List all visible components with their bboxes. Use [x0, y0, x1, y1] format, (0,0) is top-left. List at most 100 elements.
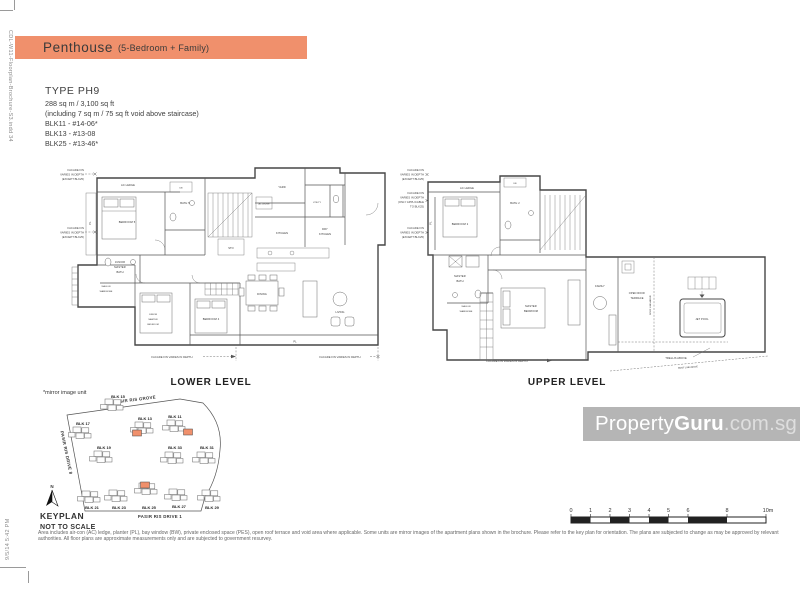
kitchen-island	[256, 262, 296, 272]
page-subtitle: (5-Bedroom + Family)	[117, 42, 210, 53]
chair	[278, 287, 285, 297]
block-cluster	[77, 490, 101, 503]
block-cluster	[104, 489, 128, 502]
room-label-wiw-2: WARDROBE	[100, 290, 113, 293]
bathtub	[465, 255, 480, 268]
unit-type: TYPE PH9	[45, 85, 100, 97]
keyplan-title: KEYPLAN	[40, 511, 84, 521]
room-label-bedroom2: BEDROOM 2	[452, 222, 469, 226]
db-box	[169, 181, 193, 193]
lower-inner-walls	[97, 168, 378, 345]
room-label-jmbed-3: BEDROOM	[147, 324, 158, 326]
highlight-unit-blk25	[140, 481, 150, 489]
door-arc	[191, 274, 201, 284]
room-label-utility: UTILITY	[313, 202, 322, 204]
svg-text:(ONLY APPLICABLE: (ONLY APPLICABLE	[398, 200, 424, 204]
sofa	[608, 314, 617, 346]
planter-label: PL	[293, 340, 297, 344]
svg-text:FACADE FIN: FACADE FIN	[408, 191, 424, 195]
sink-symbol	[130, 259, 136, 265]
block-cluster	[192, 451, 216, 464]
sink-symbol	[528, 210, 534, 216]
ac-ledge-box	[255, 196, 273, 210]
facade-note-upper-bottom: FACADE FIN VARIES IN DEPTH	[486, 358, 552, 363]
door-arc	[154, 239, 166, 251]
block-label: BLK 33	[168, 445, 183, 450]
room-label-family: FAMILY	[595, 284, 605, 288]
svg-text:FACADE FIN: FACADE FIN	[68, 226, 84, 230]
pillow	[156, 294, 171, 303]
room-label-masterbed-2: BEDROOM	[524, 309, 538, 313]
scale-tick-label: 3	[628, 508, 631, 514]
room-label-jetpool: JET POOL	[695, 317, 709, 321]
room-label-yard: YARD	[278, 185, 285, 189]
store-room	[217, 238, 245, 256]
room-label-ac-ledge-2: AC LEDGE	[258, 203, 270, 206]
sink-symbol	[267, 250, 273, 256]
scale-tick-label: 6	[686, 508, 689, 514]
stair-treads	[207, 192, 253, 238]
block-label: BLK 15	[111, 394, 126, 399]
roof-line-label: ROOF LINE ABOVE	[649, 295, 652, 315]
block-label: BLK 17	[76, 421, 91, 426]
x-marker	[425, 198, 429, 203]
room-label-db: DB	[179, 188, 183, 190]
pillow	[119, 198, 135, 208]
chair	[269, 274, 278, 281]
chair	[258, 274, 267, 281]
svg-text:VARIES IN DEPTH: VARIES IN DEPTH	[400, 173, 424, 177]
toilet-symbol	[332, 194, 340, 204]
room-label-wiw-1: WALK-IN	[101, 285, 110, 288]
planter-strip	[85, 192, 97, 256]
planter-label: PL	[88, 221, 92, 225]
x-marker	[93, 230, 97, 234]
pillow	[444, 198, 460, 207]
room-label-ac-ledge: AC LEDGE	[460, 186, 474, 190]
facade-note-bottom-1: FACADE FIN VARIES IN DEPTH	[151, 347, 237, 361]
chair	[247, 305, 256, 312]
room-label-db: DB	[513, 183, 517, 185]
disclaimer-text: Area includes air-con (AC) ledge, plante…	[38, 530, 779, 543]
svg-text:TRELLIS ABOVE: TRELLIS ABOVE	[665, 356, 687, 360]
print-file-note: CDL-W11-Floorplan-Brochure-S3.indd 34	[7, 30, 13, 142]
trellis-note: TRELLIS ABOVE	[665, 347, 711, 360]
block-cluster	[68, 426, 92, 439]
door-arc	[490, 246, 501, 257]
scale-tick-label: 0	[569, 508, 572, 514]
facade-note-upper-left-2: FACADE FIN VARIES IN DEPTH (ONLY APPLICA…	[398, 191, 429, 209]
facade-note-left-2: FACADE FIN VARIES IN DEPTH (EXCEPT BLK25…	[60, 226, 97, 239]
block-label: BLK 31	[200, 445, 215, 450]
upper-level-plan: FACADE FIN VARIES IN DEPTH (EXCEPT BLK25…	[398, 168, 769, 388]
page-title: Penthouse	[43, 40, 113, 55]
svg-text:VARIES IN DEPTH: VARIES IN DEPTH	[400, 196, 424, 200]
room-label-terrace-1: OPEN ROOF	[629, 291, 646, 295]
room-label-dining: DINING	[257, 292, 267, 296]
chair	[247, 274, 256, 281]
keyplan: *mirror image unit PASIR RIS GROVE PASIR…	[40, 390, 221, 531]
scale-bar: 0 1 2 3 4 5 6 8 10m	[569, 508, 774, 524]
svg-text:N: N	[50, 484, 53, 489]
room-label-bath5: BATH 5	[180, 201, 190, 205]
block-label: BLK 23	[112, 505, 127, 510]
svg-text:VARIES IN DEPTH: VARIES IN DEPTH	[60, 231, 84, 235]
block-label: BLK 11	[168, 414, 182, 419]
planter-box	[621, 260, 635, 274]
crop-mark	[28, 571, 29, 583]
pool-step-lines	[694, 277, 710, 296]
facade-note-left-1: FACADE FIN VARIES IN DEPTH (EXCEPT BLK25…	[60, 168, 97, 181]
room-label-living: LIVING	[335, 310, 344, 314]
facade-note-bottom-2: FACADE FIN VARIES IN DEPTH	[319, 347, 380, 361]
block-label: BLK 13	[138, 416, 153, 421]
table	[593, 296, 607, 310]
x-marker	[425, 172, 429, 177]
planter-label: PL	[429, 221, 433, 225]
crop-mark	[14, 0, 15, 10]
scale-ticks	[570, 514, 767, 517]
watermark-text-1: Property	[595, 412, 675, 435]
x-marker	[93, 172, 97, 176]
chair	[269, 305, 278, 312]
svg-text:FACADE FIN VARIES IN DEPTH: FACADE FIN VARIES IN DEPTH	[151, 355, 192, 359]
scale-tick-label: 8	[725, 508, 728, 514]
door-arc	[365, 202, 379, 216]
jet-pool	[679, 298, 726, 338]
